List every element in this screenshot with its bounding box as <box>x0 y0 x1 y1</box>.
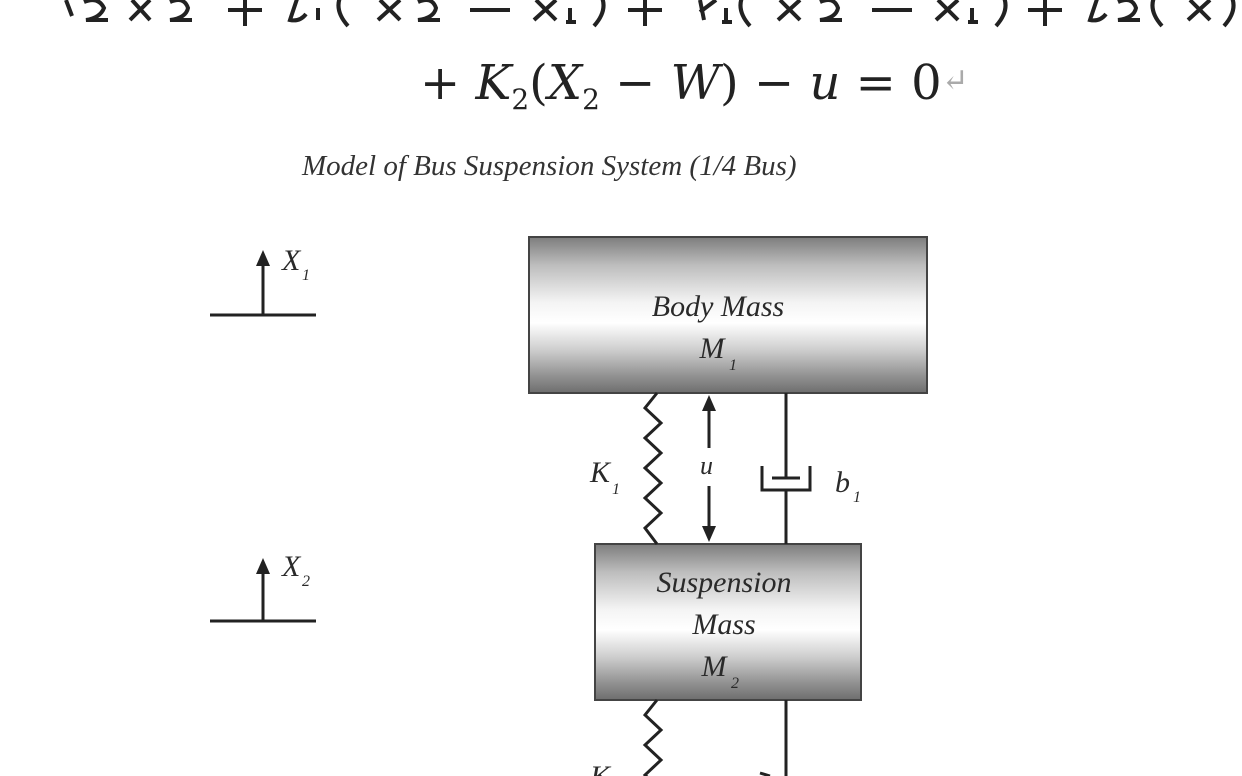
equation-k: K <box>475 55 512 111</box>
body-mass-subscript: 1 <box>729 357 737 374</box>
paragraph-return-icon: ↵ <box>941 61 969 99</box>
equation-k-subscript: 2 <box>511 83 530 116</box>
equation-w: W <box>670 55 720 111</box>
figure-caption: Model of Bus Suspension System (1/4 Bus) <box>302 150 797 182</box>
equation-line-1-cutoff <box>64 0 1236 28</box>
body-mass-block <box>528 236 928 394</box>
damper-b1 <box>760 393 812 544</box>
spring-k2 <box>642 699 664 776</box>
x2-reference-marker <box>210 558 316 623</box>
spring-k2-label: K <box>589 760 612 776</box>
body-mass-title: Body Mass <box>652 290 784 323</box>
suspension-mass-block <box>594 543 862 701</box>
x1-subscript: 1 <box>302 267 310 284</box>
suspension-mass-title-1: Suspension <box>657 566 792 599</box>
force-u-label: u <box>700 451 713 480</box>
spring-k1-label: K <box>589 456 612 489</box>
equation-u: u <box>809 55 841 111</box>
equation-x: X <box>547 55 583 111</box>
x2-label: X <box>281 550 302 583</box>
force-u-arrow <box>702 395 716 542</box>
x1-label: X <box>281 244 302 277</box>
x1-reference-marker <box>210 250 316 317</box>
damper-b1-subscript: 1 <box>853 489 861 506</box>
equation-plus: + <box>420 55 476 111</box>
equation-rhs: 0 <box>911 55 942 111</box>
spring-k1 <box>642 392 664 545</box>
equation-x-subscript: 2 <box>582 83 600 116</box>
suspension-mass-title-2: Mass <box>691 608 755 641</box>
suspension-mass-subscript: 2 <box>731 675 739 692</box>
body-mass-symbol: M <box>699 332 727 365</box>
x2-subscript: 2 <box>302 573 310 590</box>
equation-line-2: + K2(X2 − W) − u = 0↵ <box>420 55 969 116</box>
suspension-mass-symbol: M <box>701 650 729 683</box>
spring-k1-subscript: 1 <box>612 481 620 498</box>
damper-b1-label: b <box>835 466 850 499</box>
